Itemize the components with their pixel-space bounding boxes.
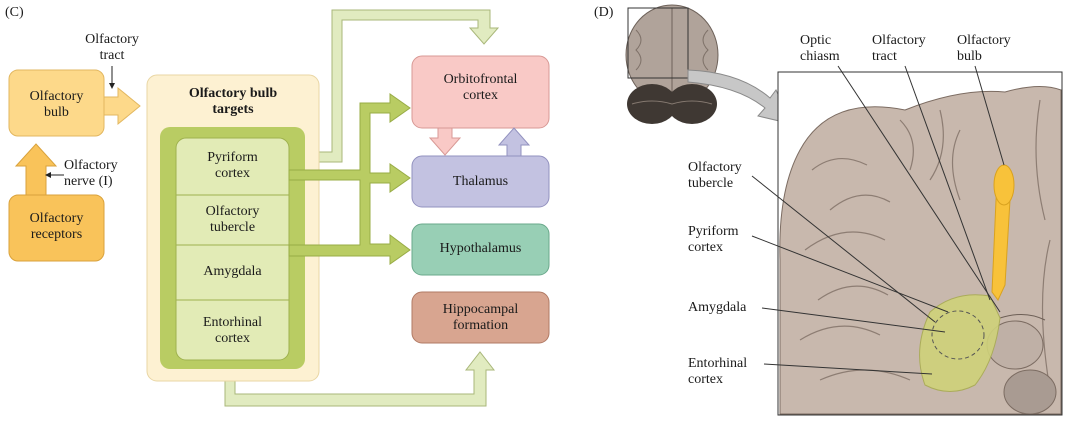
target-pyriform-cortex: Pyriform cortex xyxy=(207,150,258,181)
amygdala-outline xyxy=(931,310,985,360)
dest-hippocampal-formation: Hippocampal formation xyxy=(442,302,519,333)
callout-amygdala: Amygdala xyxy=(688,300,747,315)
hippocampal-box xyxy=(411,291,550,344)
hypothalamus-box xyxy=(411,223,550,276)
callout-lines xyxy=(751,65,1005,375)
olfactory-receptors-box xyxy=(8,194,105,262)
panel-d-label: (D) xyxy=(594,5,614,20)
zoom-arrow xyxy=(687,69,793,125)
dest-orbitofrontal-cortex: Orbitofrontal cortex xyxy=(443,72,518,103)
thalamus-box xyxy=(411,155,550,208)
callout-entorhinal-cortex: Entorhinal cortex xyxy=(688,356,748,387)
target-amygdala: Amygdala xyxy=(203,264,262,279)
olfactory-receptors-label: Olfactory receptors xyxy=(29,211,84,242)
callout-optic-chiasm: Optic chiasm xyxy=(800,33,840,64)
dest-hypothalamus: Hypothalamus xyxy=(439,241,522,256)
callout-olfactory-tract: Olfactory tract xyxy=(872,33,926,64)
targets-title: Olfactory bulb targets xyxy=(188,86,278,117)
callout-olfactory-bulb: Olfactory bulb xyxy=(957,33,1011,64)
panel-c-label: (C) xyxy=(5,5,24,20)
arrow-pyriform-to-orbitofrontal xyxy=(284,9,500,163)
brain-thumbnail xyxy=(625,4,719,124)
callout-pyriform-cortex: Pyriform cortex xyxy=(688,224,739,255)
arrow-receptors-to-bulb xyxy=(14,143,58,196)
orbitofrontal-box xyxy=(411,55,550,129)
olfactory-cortex-region xyxy=(919,294,1001,392)
thumbnail-zoom-box xyxy=(627,7,689,79)
arrow-orbitofrontal-to-thalamus xyxy=(428,127,462,156)
target-entorhinal-cortex: Entorhinal cortex xyxy=(202,315,263,346)
arrow-entorhinal-to-hippocampal xyxy=(224,349,496,407)
target-olfactory-tubercle: Olfactory tubercle xyxy=(205,204,260,235)
olfactory-tract-label: Olfactory tract xyxy=(85,32,139,63)
dest-thalamus: Thalamus xyxy=(452,174,509,189)
arrow-thalamus-to-orbitofrontal xyxy=(497,127,531,157)
arrow-targets-to-cortex-thalamus xyxy=(288,93,411,265)
olfactory-bulb-label: Olfactory bulb xyxy=(29,89,84,120)
callout-olfactory-tubercle: Olfactory tubercle xyxy=(688,160,742,191)
arrow-bulb-to-targets xyxy=(103,86,141,126)
olfactory-nerve-label: Olfactory nerve (I) xyxy=(64,158,118,189)
